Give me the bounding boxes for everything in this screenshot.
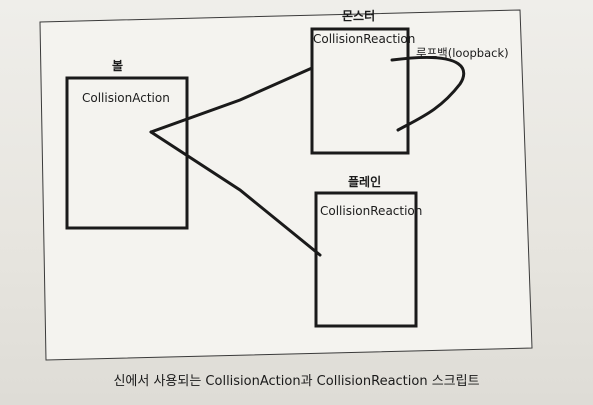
- plane-box: [314, 191, 418, 328]
- monster-script-label: CollisionReaction: [313, 32, 416, 46]
- ball-title: 볼: [112, 59, 124, 73]
- loopback-curve: [390, 55, 466, 132]
- loopback-label: 루프백(loopback): [416, 46, 509, 60]
- ball-box: [65, 76, 189, 230]
- figure-caption: 신에서 사용되는 CollisionAction과 CollisionReact…: [113, 374, 480, 389]
- ball-script-label: CollisionAction: [82, 91, 170, 105]
- plane-script-label: CollisionReaction: [320, 204, 423, 218]
- plane-title: 플레인: [348, 175, 382, 189]
- connector-ball-plane: [149, 130, 322, 257]
- connector-ball-monster: [149, 66, 314, 134]
- monster-title: 몬스터: [342, 9, 376, 23]
- monster-box: [310, 27, 410, 155]
